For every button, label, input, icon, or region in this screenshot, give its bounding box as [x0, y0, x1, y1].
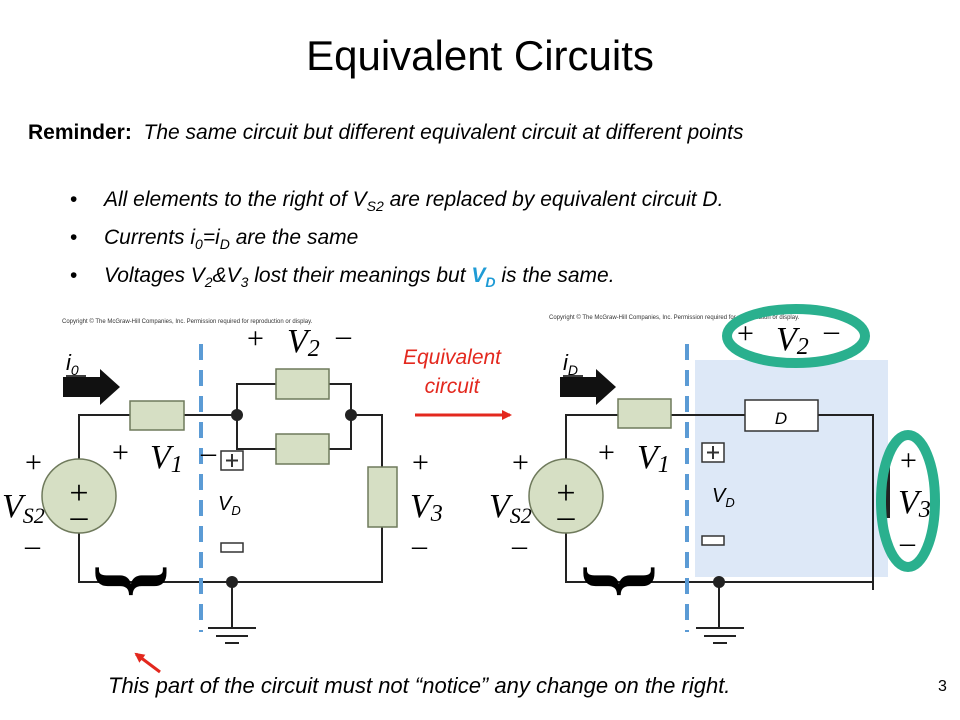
highlight-ellipse-v2	[722, 304, 870, 368]
box-d-label: D	[775, 409, 787, 428]
bullet-text: Voltages V	[104, 264, 205, 287]
label-v1-right: V1	[637, 439, 670, 478]
footer-pointer-arrow	[134, 652, 161, 674]
bullet-sub: 2	[204, 274, 213, 291]
left-circuit: Copyright © The McGraw-Hill Companies, I…	[2, 318, 443, 644]
current-arrow-i0	[63, 369, 120, 405]
label-id: iD	[563, 350, 578, 378]
box-d	[744, 399, 819, 432]
reminder-text: The same circuit but different equivalen…	[143, 121, 744, 144]
bullet-text: lost their meanings but	[248, 264, 472, 287]
region-d-shade	[695, 360, 888, 577]
bullet-text: are the same	[229, 226, 359, 249]
bullet-item: • Currents i0=iD are the same	[70, 226, 723, 264]
brace-left: }	[88, 564, 184, 598]
bullet-text: =i	[202, 226, 220, 249]
bullet-text: &V	[212, 264, 241, 287]
label-vd-left: VD	[218, 493, 241, 518]
bullet-sub: S2	[366, 198, 384, 215]
label-v1: V1	[150, 439, 183, 478]
label-vs2: VS2	[2, 488, 45, 528]
equivalent-label: Equivalent	[403, 346, 502, 369]
copyright-left: Copyright © The McGraw-Hill Companies, I…	[62, 318, 313, 325]
vd-plus-marker	[701, 442, 725, 463]
v3-minus: –	[411, 529, 428, 562]
v1-plus: +	[598, 436, 615, 469]
bullet-item: • All elements to the right of VS2 are re…	[70, 188, 723, 226]
vs-plus: +	[25, 446, 42, 479]
highlight-ellipse-v3	[876, 430, 940, 572]
page-number: 3	[938, 678, 947, 695]
source-minus: –	[557, 498, 576, 535]
v1-minus: –	[200, 436, 217, 469]
right-wires	[565, 414, 874, 644]
reminder-line: Reminder: The same circuit but different…	[28, 121, 744, 145]
footer-note: This part of the circuit must not “notic…	[108, 673, 731, 698]
bullet-item: •Voltages V2&V3 lost their meanings but …	[70, 264, 723, 302]
brace-right: }	[576, 564, 672, 598]
bullet-sub: D	[219, 236, 230, 253]
v3-bar	[886, 451, 890, 518]
v1-plus: +	[112, 436, 129, 469]
v2-plus: +	[247, 322, 264, 355]
left-node	[345, 409, 357, 421]
resistor-r1	[129, 400, 185, 431]
bullet-text: Currents i	[104, 226, 196, 249]
equivalent-label: circuit	[425, 375, 481, 398]
v2-minus: –	[335, 319, 352, 352]
v3-minus: –	[899, 526, 916, 559]
current-arrow-id	[560, 369, 616, 405]
v2-plus: +	[737, 317, 754, 350]
source-plus: +	[69, 475, 88, 512]
vs-plus: +	[512, 446, 529, 479]
vd-highlight: VD	[471, 264, 496, 291]
equivalent-callout: Equivalent circuit	[403, 346, 512, 420]
resistor-r3	[367, 466, 398, 528]
bullet-list: • All elements to the right of VS2 are re…	[70, 188, 723, 302]
v2-minus: –	[823, 314, 840, 347]
bullet-dot: •	[70, 226, 78, 249]
vd-plus-marker	[220, 450, 244, 471]
vs-minus: –	[24, 529, 41, 562]
bullet-text: All elements to the right of V	[104, 188, 367, 211]
label-vd-right: VD	[712, 485, 735, 510]
vd-letter: V	[471, 264, 486, 287]
vd-minus-marker	[220, 542, 244, 553]
label-v3: V3	[410, 488, 443, 527]
slide-title: Equivalent Circuits	[306, 32, 654, 79]
label-vs2-right: VS2	[489, 488, 532, 528]
voltage-source-right	[528, 458, 604, 534]
bullet-text: are replaced by equivalent circuit D.	[383, 188, 724, 211]
source-plus: +	[556, 475, 575, 512]
resistor-r1-right	[617, 398, 672, 429]
source-minus: –	[70, 498, 89, 535]
resistor-r2b	[275, 433, 330, 465]
vs-minus: –	[511, 529, 528, 562]
reminder-label: Reminder:	[28, 121, 132, 144]
label-v3-right: V3	[898, 484, 931, 523]
copyright-right: Copyright © The McGraw-Hill Companies, I…	[549, 314, 800, 321]
label-v2-right: V2	[776, 321, 809, 360]
label-i0: i0	[66, 350, 79, 378]
label-v2: V2	[287, 323, 320, 362]
left-node	[231, 409, 243, 421]
vd-minus-marker	[701, 535, 725, 546]
bullet-sub: 3	[240, 274, 249, 291]
right-circuit: Copyright © The McGraw-Hill Companies, I…	[489, 304, 940, 644]
bullet-sub: 0	[195, 236, 203, 253]
right-node	[713, 576, 725, 588]
v3-plus: +	[900, 444, 917, 477]
bullet-dot: •	[70, 264, 78, 287]
voltage-source-left	[41, 458, 117, 534]
bullet-text: is the same.	[495, 264, 615, 287]
vd-sub: D	[485, 274, 496, 291]
bullet-dot: •	[70, 188, 78, 211]
left-node	[226, 576, 238, 588]
v3-plus: +	[412, 446, 429, 479]
resistor-r2a	[275, 368, 330, 400]
